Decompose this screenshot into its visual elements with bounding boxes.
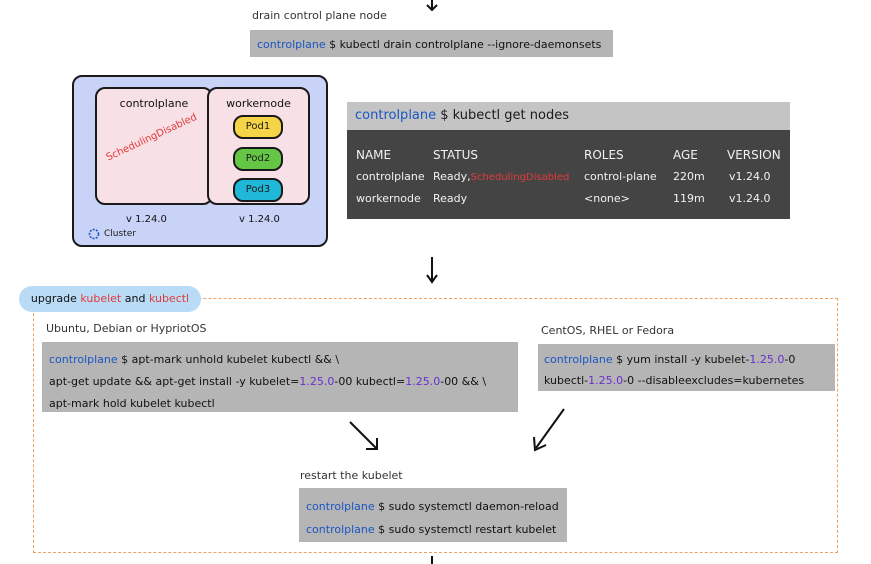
drain-command: $ kubectl drain controlplane --ignore-da… (325, 38, 602, 51)
centos-label: CentOS, RHEL or Fedora (541, 324, 675, 337)
cluster-label: Cluster (104, 229, 136, 239)
workernode-node: workernode Pod1 Pod2 Pod3 (207, 87, 310, 205)
ubuntu-line1: controlplane $ apt-mark unhold kubelet k… (49, 353, 340, 366)
row2-status: Ready (433, 192, 468, 205)
col-status: STATUS (433, 148, 479, 162)
scheduling-disabled-label: SchedulingDisabled (104, 111, 199, 164)
ubuntu-command-box: controlplane $ apt-mark unhold kubelet k… (42, 342, 518, 412)
workernode-version: v 1.24.0 (239, 214, 280, 225)
row2-roles: <none> (584, 192, 630, 205)
drain-command-box: controlplane $ kubectl drain controlplan… (250, 30, 613, 57)
col-version: VERSION (727, 148, 781, 162)
row1-status: Ready,SchedulingDisabled (433, 170, 570, 183)
get-nodes-cmd: $ kubectl get nodes (436, 108, 569, 123)
col-roles: ROLES (584, 148, 624, 162)
down-arrow-middle (426, 257, 438, 284)
col-name: NAME (356, 148, 392, 162)
row1-status-flag: SchedulingDisabled (470, 172, 570, 183)
drain-label: drain control plane node (252, 9, 387, 22)
controlplane-version: v 1.24.0 (126, 214, 167, 225)
row2-age: 119m (673, 192, 705, 205)
nodes-table: NAME STATUS ROLES AGE VERSION controlpla… (347, 130, 790, 219)
restart-label: restart the kubelet (300, 469, 403, 482)
centos-line2: kubectl-1.25.0-0 --disableexcludes=kuber… (544, 374, 805, 387)
arrow-ubuntu-to-restart (349, 421, 378, 450)
controlplane-node: controlplane SchedulingDisabled (95, 87, 213, 205)
get-nodes-prompt: controlplane (355, 108, 437, 123)
row2-version: v1.24.0 (729, 192, 771, 205)
pill-kubectl: kubectl (148, 292, 190, 305)
cluster-icon (88, 228, 100, 240)
centos-line1: controlplane $ yum install -y kubelet-1.… (544, 353, 796, 366)
restart-line1: controlplane $ sudo systemctl daemon-rel… (306, 500, 559, 513)
row1-name: controlplane (356, 170, 425, 183)
row1-version: v1.24.0 (729, 170, 771, 183)
col-age: AGE (673, 148, 698, 162)
down-arrow-top (426, 0, 438, 12)
drain-prompt: controlplane (257, 38, 326, 51)
upgrade-section (33, 298, 838, 553)
pod1: Pod1 (233, 115, 283, 139)
row1-age: 220m (673, 170, 705, 183)
arrow-centos-to-restart (533, 408, 565, 452)
centos-command-box: controlplane $ yum install -y kubelet-1.… (538, 344, 835, 391)
pod2: Pod2 (233, 147, 283, 171)
pod3: Pod3 (233, 178, 283, 202)
row2-name: workernode (356, 192, 421, 205)
ubuntu-label: Ubuntu, Debian or HypriotOS (46, 322, 207, 335)
ubuntu-line3: apt-mark hold kubelet kubectl (49, 397, 215, 410)
pill-kubelet: kubelet (80, 292, 122, 305)
down-arrow-bottom (431, 556, 433, 564)
upgrade-pill: upgrade kubelet and kubectl (19, 286, 201, 312)
restart-command-box: controlplane $ sudo systemctl daemon-rel… (299, 488, 567, 542)
cluster-diagram: controlplane SchedulingDisabled workerno… (72, 75, 328, 247)
workernode-title: workernode (226, 97, 291, 110)
row1-roles: control-plane (584, 170, 657, 183)
restart-line2: controlplane $ sudo systemctl restart ku… (306, 523, 557, 536)
get-nodes-command: controlplane $ kubectl get nodes (347, 102, 790, 130)
controlplane-title: controlplane (119, 97, 189, 110)
ubuntu-line2: apt-get update && apt-get install -y kub… (49, 375, 487, 388)
